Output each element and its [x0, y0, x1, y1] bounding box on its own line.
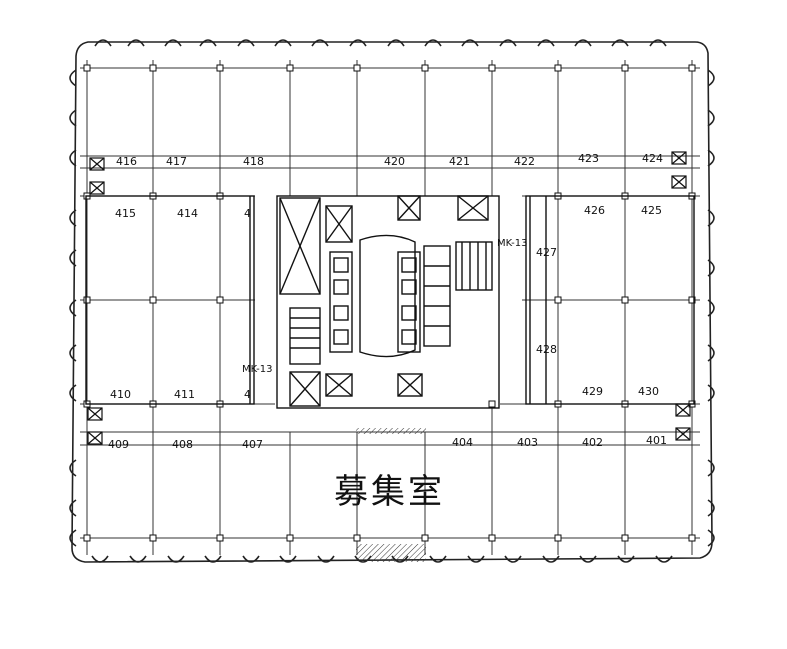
- mk-tag-right: MK-13: [497, 238, 527, 249]
- room-422: 422: [514, 155, 535, 168]
- room-409: 409: [108, 438, 129, 451]
- room-427: 427: [536, 246, 557, 259]
- room-430: 430: [638, 385, 659, 398]
- room-417: 417: [166, 155, 187, 168]
- room-4a: 4: [244, 207, 251, 220]
- room-403: 403: [517, 436, 538, 449]
- vacancy-area-label: 募集室: [334, 472, 445, 512]
- hatched-strip: [356, 544, 426, 562]
- hatched-strip: [356, 428, 426, 434]
- room-426: 426: [584, 204, 605, 217]
- room-408: 408: [172, 438, 193, 451]
- room-421: 421: [449, 155, 470, 168]
- room-401: 401: [646, 434, 667, 447]
- mk-tag-left: MK-13: [242, 364, 272, 375]
- room-411: 411: [174, 388, 195, 401]
- room-402: 402: [582, 436, 603, 449]
- room-410: 410: [110, 388, 131, 401]
- room-425: 425: [641, 204, 662, 217]
- room-423: 423: [578, 152, 599, 165]
- columns: [83, 64, 696, 542]
- room-numbers: 416 417 418 420 421 422 423 424 415 414 …: [108, 152, 667, 451]
- room-418: 418: [243, 155, 264, 168]
- corridor-shafts: [87, 151, 691, 445]
- room-420: 420: [384, 155, 405, 168]
- room-429: 429: [582, 385, 603, 398]
- room-404: 404: [452, 436, 473, 449]
- office-walls: [85, 195, 695, 405]
- room-414: 414: [177, 207, 198, 220]
- core: [276, 195, 500, 409]
- room-415: 415: [115, 207, 136, 220]
- room-428: 428: [536, 343, 557, 356]
- room-416: 416: [116, 155, 137, 168]
- room-4b: 4: [244, 388, 251, 401]
- room-424: 424: [642, 152, 663, 165]
- room-407: 407: [242, 438, 263, 451]
